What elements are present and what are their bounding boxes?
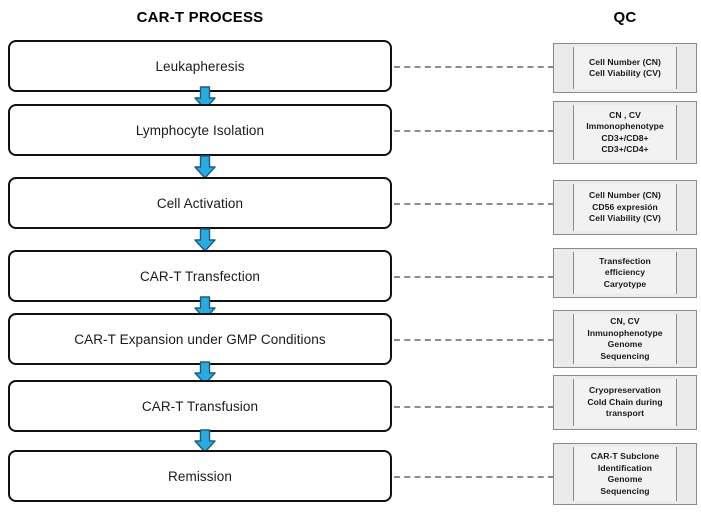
qc-box-left-panel [557,47,573,89]
process-step-label: Lymphocyte Isolation [135,122,265,138]
process-step-box[interactable]: Leukapheresis [8,40,392,92]
process-step-label: Remission [168,468,232,484]
qc-box-text: CAR-T Subclone Identification Genome Seq… [590,451,660,496]
qc-box-left-panel [557,252,573,294]
process-step-label: Leukapheresis [155,58,245,74]
qc-connector-line [394,406,554,408]
qc-box-text: Cell Number (CN) CD56 expresión Cell Via… [589,190,661,224]
process-step-box[interactable]: Cell Activation [8,177,392,229]
qc-box-right-panel [677,105,693,160]
qc-box-content-panel: CN , CV Immonophenotype CD3+/CD8+ CD3+/C… [573,105,677,160]
process-step-label: CAR-T Transfection [139,268,261,284]
process-step-box[interactable]: CAR-T Transfection [8,250,392,302]
qc-connector-line [394,130,554,132]
process-step-box[interactable]: CAR-T Transfusion [8,380,392,432]
down-arrow-icon [194,429,216,453]
qc-connector-line [394,476,554,478]
qc-box[interactable]: Cryopreservation Cold Chain during trans… [553,375,697,430]
qc-box-text: Transfection efficiency Caryotype [599,255,651,289]
process-step-label: CAR-T Expansion under GMP Conditions [74,331,326,347]
qc-box-right-panel [677,379,693,426]
qc-box-left-panel [557,314,573,364]
qc-connector-line [394,339,554,341]
qc-box-left-panel [557,105,573,160]
qc-box-content-panel: Cell Number (CN) CD56 expresión Cell Via… [573,184,677,231]
down-arrow-icon [194,86,216,110]
process-column-title: CAR-T PROCESS [136,9,264,26]
qc-box[interactable]: CAR-T Subclone Identification Genome Seq… [553,443,697,505]
qc-box-content-panel: Transfection efficiency Caryotype [573,252,677,294]
qc-box-content-panel: CAR-T Subclone Identification Genome Seq… [573,447,677,501]
qc-box-left-panel [557,447,573,501]
qc-box-content-panel: CN, CV Inmunophenotype Genome Sequencing [573,314,677,364]
process-step-box[interactable]: Remission [8,450,392,502]
process-step-label: CAR-T Transfusion [141,398,259,414]
process-step-label: Cell Activation [156,195,244,211]
qc-box-right-panel [677,314,693,364]
down-arrow-icon [194,360,216,385]
qc-box-text: Cryopreservation Cold Chain during trans… [587,385,663,419]
qc-connector-line [394,203,554,205]
qc-box-content-panel: Cell Number (CN) Cell Viability (CV) [573,47,677,89]
qc-box[interactable]: Transfection efficiency Caryotype [553,248,697,298]
qc-box-content-panel: Cryopreservation Cold Chain during trans… [573,379,677,426]
down-arrow-icon [194,154,216,179]
qc-connector-line [394,66,554,68]
qc-box-left-panel [557,184,573,231]
qc-box-right-panel [677,447,693,501]
down-arrow-icon [194,227,216,252]
qc-box-left-panel [557,379,573,426]
qc-column-title: QC [613,9,637,26]
qc-box[interactable]: CN, CV Inmunophenotype Genome Sequencing [553,310,697,368]
qc-box[interactable]: Cell Number (CN) Cell Viability (CV) [553,43,697,93]
qc-connector-line [394,276,554,278]
qc-box-text: CN, CV Inmunophenotype Genome Sequencing [587,316,663,361]
qc-box-right-panel [677,47,693,89]
qc-box-right-panel [677,184,693,231]
qc-box[interactable]: Cell Number (CN) CD56 expresión Cell Via… [553,180,697,235]
qc-box-right-panel [677,252,693,294]
process-step-box[interactable]: CAR-T Expansion under GMP Conditions [8,313,392,365]
qc-box-text: Cell Number (CN) Cell Viability (CV) [589,56,661,79]
qc-box-text: CN , CV Immonophenotype CD3+/CD8+ CD3+/C… [586,109,664,155]
process-step-box[interactable]: Lymphocyte Isolation [8,104,392,156]
qc-box[interactable]: CN , CV Immonophenotype CD3+/CD8+ CD3+/C… [553,101,697,164]
